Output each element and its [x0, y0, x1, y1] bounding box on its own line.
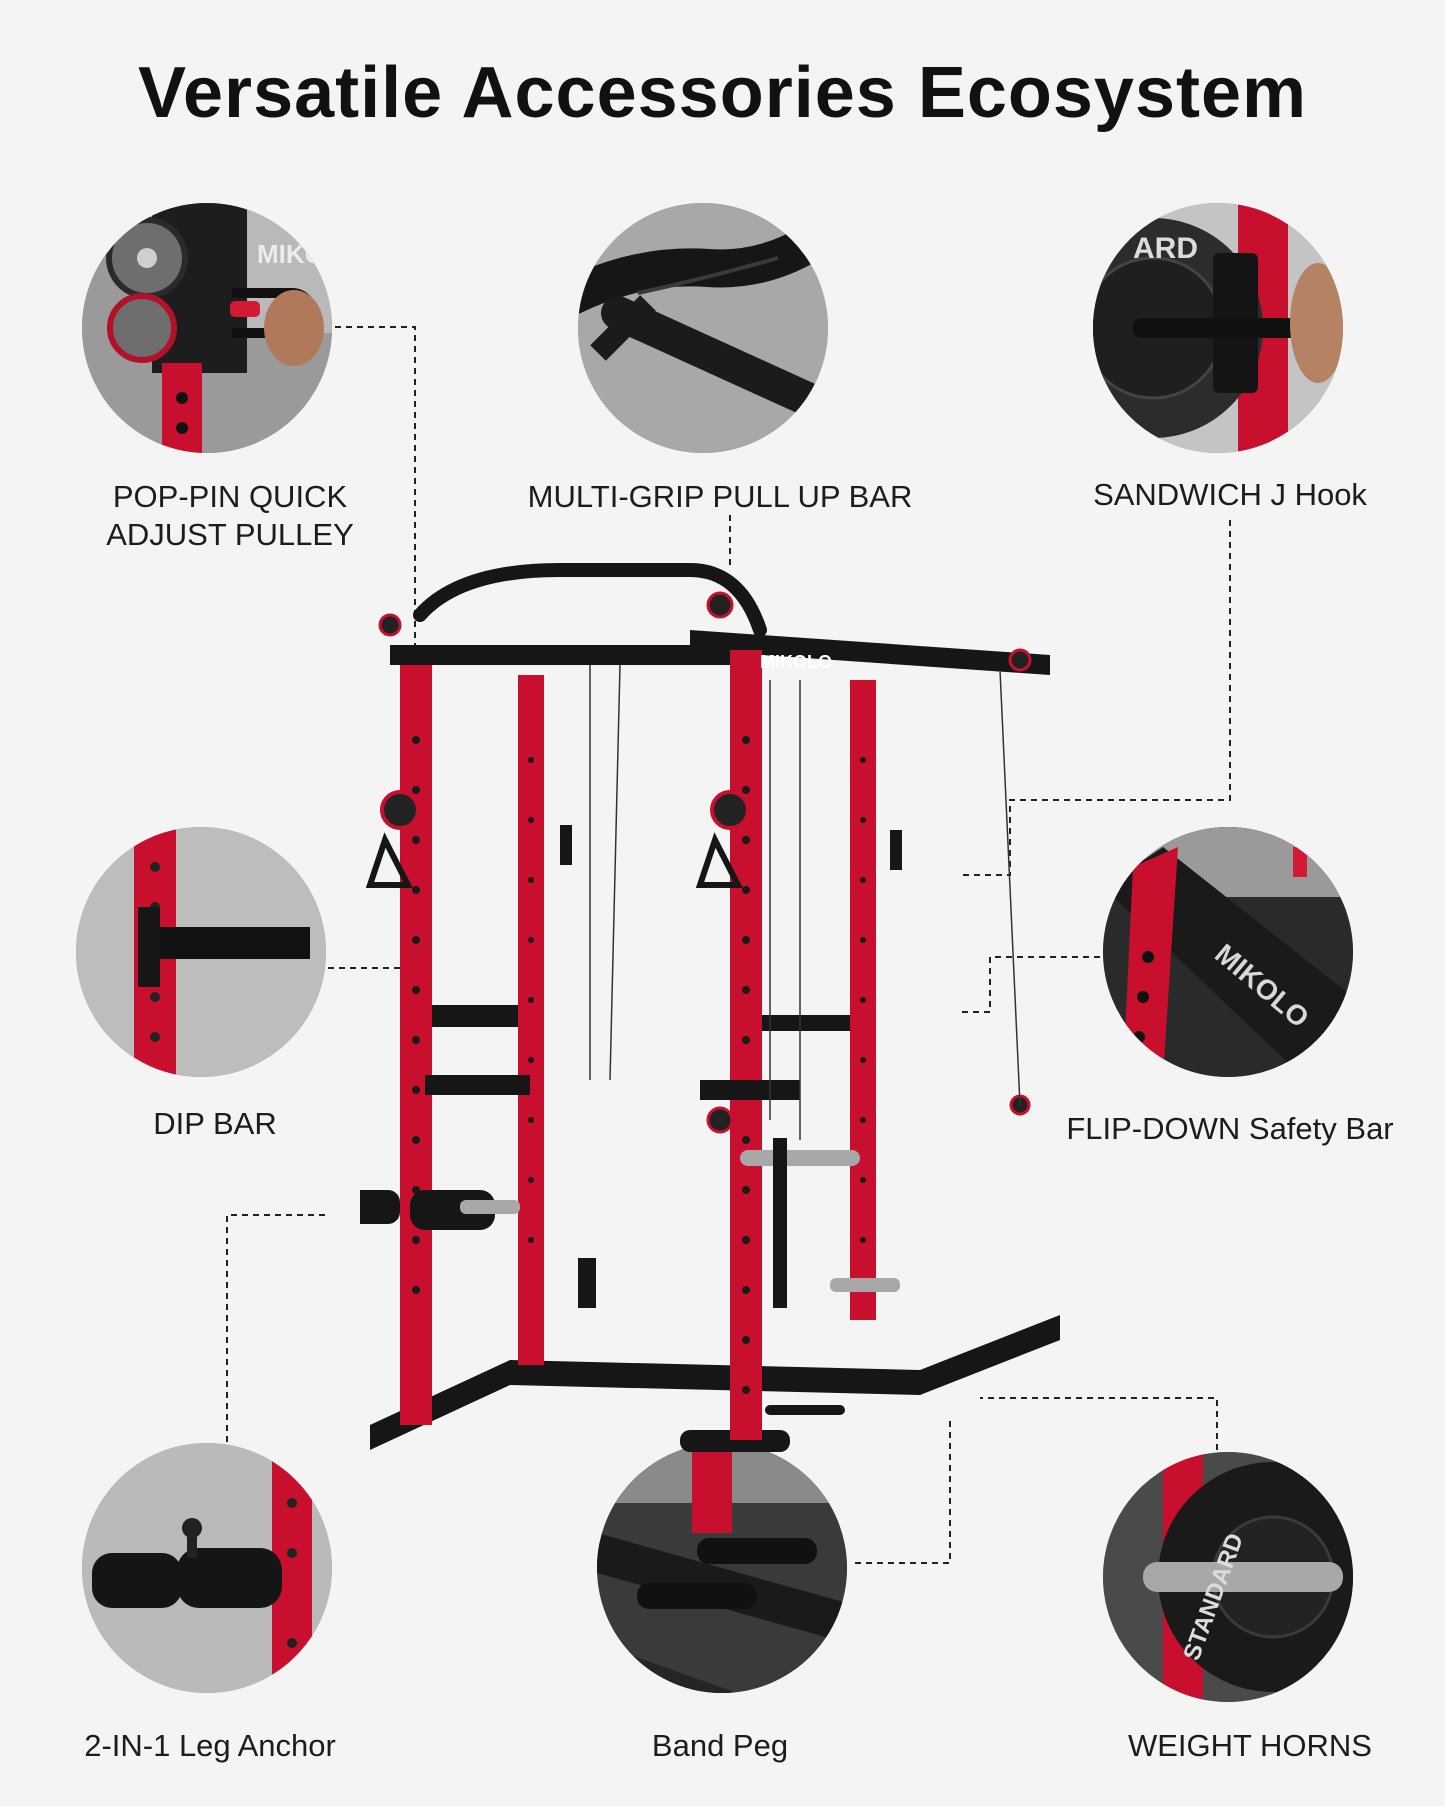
plate-lettering: ARD — [1133, 232, 1198, 265]
band-peg-image — [597, 1443, 847, 1693]
label-pulley-line1: POP-PIN QUICK — [112, 479, 348, 514]
label-pulley-line2: ADJUST PULLEY — [106, 517, 354, 552]
safety-image: MIKOLO — [1103, 827, 1353, 1077]
label-safety: FLIP-DOWN Safety Bar — [1066, 1111, 1394, 1146]
label-leg-anchor: 2-IN-1 Leg Anchor — [84, 1728, 336, 1763]
pulley-image: MIKOL — [82, 203, 332, 453]
power-rack-image: MIKOLO — [360, 563, 1060, 1452]
weight-horns-image: STANDARD — [1103, 1452, 1353, 1702]
label-pullup: MULTI-GRIP PULL UP BAR — [527, 479, 913, 514]
label-band-peg: Band Peg — [651, 1728, 789, 1763]
pullup-image — [578, 203, 828, 453]
page-title: Versatile Accessories Ecosystem — [137, 53, 1308, 133]
label-pulley: POP-PIN QUICK ADJUST PULLEY — [80, 478, 380, 554]
label-dip: DIP BAR — [153, 1106, 277, 1141]
label-weight-horns: WEIGHT HORNS — [1128, 1728, 1372, 1763]
dip-image — [76, 827, 326, 1077]
jhook-image: ARD — [1093, 203, 1343, 453]
pulley-brand-logo: MIKOL — [257, 239, 332, 269]
label-jhook: SANDWICH J Hook — [1093, 477, 1367, 512]
rack-brand-logo: MIKOLO — [760, 652, 832, 672]
leg-anchor-image — [82, 1443, 332, 1693]
connector-leg — [226, 1214, 325, 1442]
